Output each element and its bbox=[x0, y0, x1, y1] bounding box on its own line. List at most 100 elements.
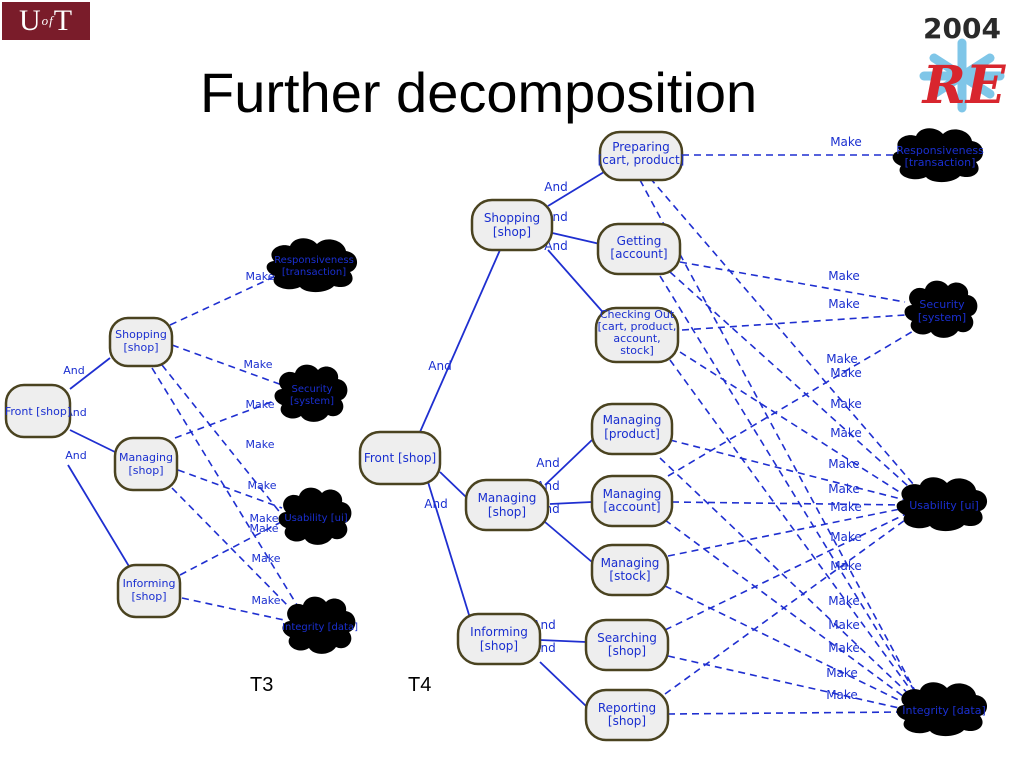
t4-edge-and bbox=[439, 471, 467, 498]
t4-edge-and bbox=[539, 661, 587, 707]
t4-managing-label: Managing bbox=[478, 491, 537, 505]
t4-edge-make bbox=[681, 314, 906, 331]
t3-edge-make bbox=[171, 487, 291, 609]
t4-edge-and bbox=[547, 171, 605, 207]
make-label: Make bbox=[830, 135, 862, 149]
t4-node-managing-account: Managing [account] bbox=[590, 474, 674, 528]
t4-checkout-label: stock] bbox=[620, 344, 653, 357]
t4-node-managing-stock: Managing [stock] bbox=[590, 543, 670, 597]
and-label: And bbox=[424, 497, 447, 511]
make-label: Make bbox=[828, 618, 860, 632]
t4-edge-make bbox=[679, 261, 906, 303]
t4-reporting-label: Reporting bbox=[598, 701, 656, 715]
re-logo-mark: RE bbox=[921, 55, 1007, 116]
t4-edge-make bbox=[667, 711, 906, 715]
t4-edge-make bbox=[667, 507, 906, 557]
and-label: And bbox=[536, 456, 559, 470]
uoft-logo: UofT bbox=[2, 2, 90, 40]
t4-node-checkout: Checking Out [cart, product, account, st… bbox=[594, 306, 680, 364]
t4-edge-make bbox=[667, 329, 916, 477]
t3-softgoal-integrity: Integrity [data] bbox=[282, 596, 358, 654]
t3-front-label: Front [shop] bbox=[5, 405, 71, 418]
t4-maccount-label: [account] bbox=[603, 500, 660, 514]
make-label: Make bbox=[244, 358, 273, 371]
t3-shopping-label: [shop] bbox=[124, 341, 159, 354]
uoft-logo-of: of bbox=[41, 13, 54, 28]
t4-checkout-label: account, bbox=[613, 332, 660, 345]
t3-security-label: [system] bbox=[290, 396, 334, 407]
make-label: Make bbox=[246, 398, 275, 411]
t4-node-getting: Getting [account] bbox=[596, 222, 682, 276]
t3-edge-labels: And And And Make Make Make Make Make Mak… bbox=[63, 270, 280, 607]
t4-edge-and bbox=[544, 439, 593, 486]
make-label: Make bbox=[830, 366, 862, 380]
t4-shopping-label: [shop] bbox=[493, 225, 531, 239]
t4-edge-and bbox=[419, 249, 501, 433]
t4-mproduct-label: Managing bbox=[603, 413, 662, 427]
t4-mstock-label: [stock] bbox=[609, 569, 650, 583]
t4-preparing-label: [cart, product] bbox=[598, 153, 685, 167]
and-label: And bbox=[65, 449, 86, 462]
t4-node-managing-product: Managing [product] bbox=[590, 402, 674, 456]
t4-edge-make bbox=[664, 519, 916, 706]
make-label: Make bbox=[252, 594, 281, 607]
t4-informing-label: [shop] bbox=[480, 639, 518, 653]
re-logo-year: 2004 bbox=[923, 12, 1001, 45]
t3-softgoal-responsiveness: Responsiveness [transaction] bbox=[266, 238, 358, 293]
snowflake-icon bbox=[919, 38, 1005, 113]
t4-node-managing: Managing [shop] bbox=[464, 478, 550, 532]
t4-checkout-label: Checking Out bbox=[600, 308, 675, 321]
t4-maccount-label: Managing bbox=[603, 487, 662, 501]
t3-integrity-label: Integrity [data] bbox=[282, 622, 358, 633]
make-label: Make bbox=[250, 522, 279, 535]
make-label: Make bbox=[828, 297, 860, 311]
t4-security-label: [system] bbox=[918, 311, 966, 324]
make-label: Make bbox=[830, 530, 862, 544]
t3-usability-label: Usability [ui] bbox=[284, 513, 347, 524]
t3-softgoal-usability: Usability [ui] bbox=[278, 487, 352, 545]
t3-edge-make bbox=[171, 344, 283, 386]
make-label: Make bbox=[828, 594, 860, 608]
make-label: Make bbox=[246, 438, 275, 451]
t3-node-managing: Managing [shop] bbox=[113, 436, 179, 492]
t4-edge-and bbox=[427, 481, 471, 619]
t4-node-front: Front [shop] bbox=[358, 430, 442, 486]
t4-edge-and bbox=[544, 521, 593, 563]
make-label: Make bbox=[830, 559, 862, 573]
slide-title: Further decomposition bbox=[200, 61, 758, 124]
t4-node-reporting: Reporting [shop] bbox=[584, 688, 670, 742]
caption-t4: T4 bbox=[408, 674, 432, 696]
t4-getting-label: Getting bbox=[617, 234, 662, 248]
t4-edge-make bbox=[664, 511, 911, 631]
t4-responsiveness-label: [transaction] bbox=[905, 156, 976, 169]
make-label: Make bbox=[248, 479, 277, 492]
t4-edge-make bbox=[664, 585, 916, 709]
t4-mstock-label: Managing bbox=[601, 556, 660, 570]
t4-preparing-label: Preparing bbox=[612, 140, 670, 154]
t3-edge-make bbox=[179, 519, 286, 576]
t4-edge-make bbox=[649, 177, 921, 493]
make-label: Make bbox=[826, 666, 858, 680]
t4-edge-make bbox=[639, 179, 921, 701]
make-label: Make bbox=[828, 482, 860, 496]
t3-responsiveness-label: [transaction] bbox=[282, 267, 346, 278]
t4-security-label: Security bbox=[919, 298, 965, 311]
t4-getting-label: [account] bbox=[610, 247, 667, 261]
t4-shopping-label: Shopping bbox=[484, 211, 540, 225]
t3-node-front: Front [shop] bbox=[4, 383, 72, 439]
t4-softgoal-security: Security [system] bbox=[904, 280, 978, 338]
make-label: Make bbox=[826, 352, 858, 366]
t3-informing-label: [shop] bbox=[132, 590, 167, 603]
t4-edge-labels: And And And And And And And And And And … bbox=[424, 135, 862, 702]
t4-informing-label: Informing bbox=[470, 625, 528, 639]
t3-security-label: Security bbox=[291, 384, 332, 395]
t4-edge-make bbox=[669, 359, 919, 701]
t4-responsiveness-label: Responsiveness bbox=[896, 144, 984, 157]
t4-edge-make bbox=[659, 457, 916, 701]
t3-managing-label: Managing bbox=[119, 451, 173, 464]
uoft-logo-u: U bbox=[18, 4, 42, 37]
t3-shopping-label: Shopping bbox=[115, 328, 167, 341]
and-label: And bbox=[544, 180, 567, 194]
t4-edge-and bbox=[547, 231, 601, 245]
t3-edge-make bbox=[161, 364, 283, 516]
